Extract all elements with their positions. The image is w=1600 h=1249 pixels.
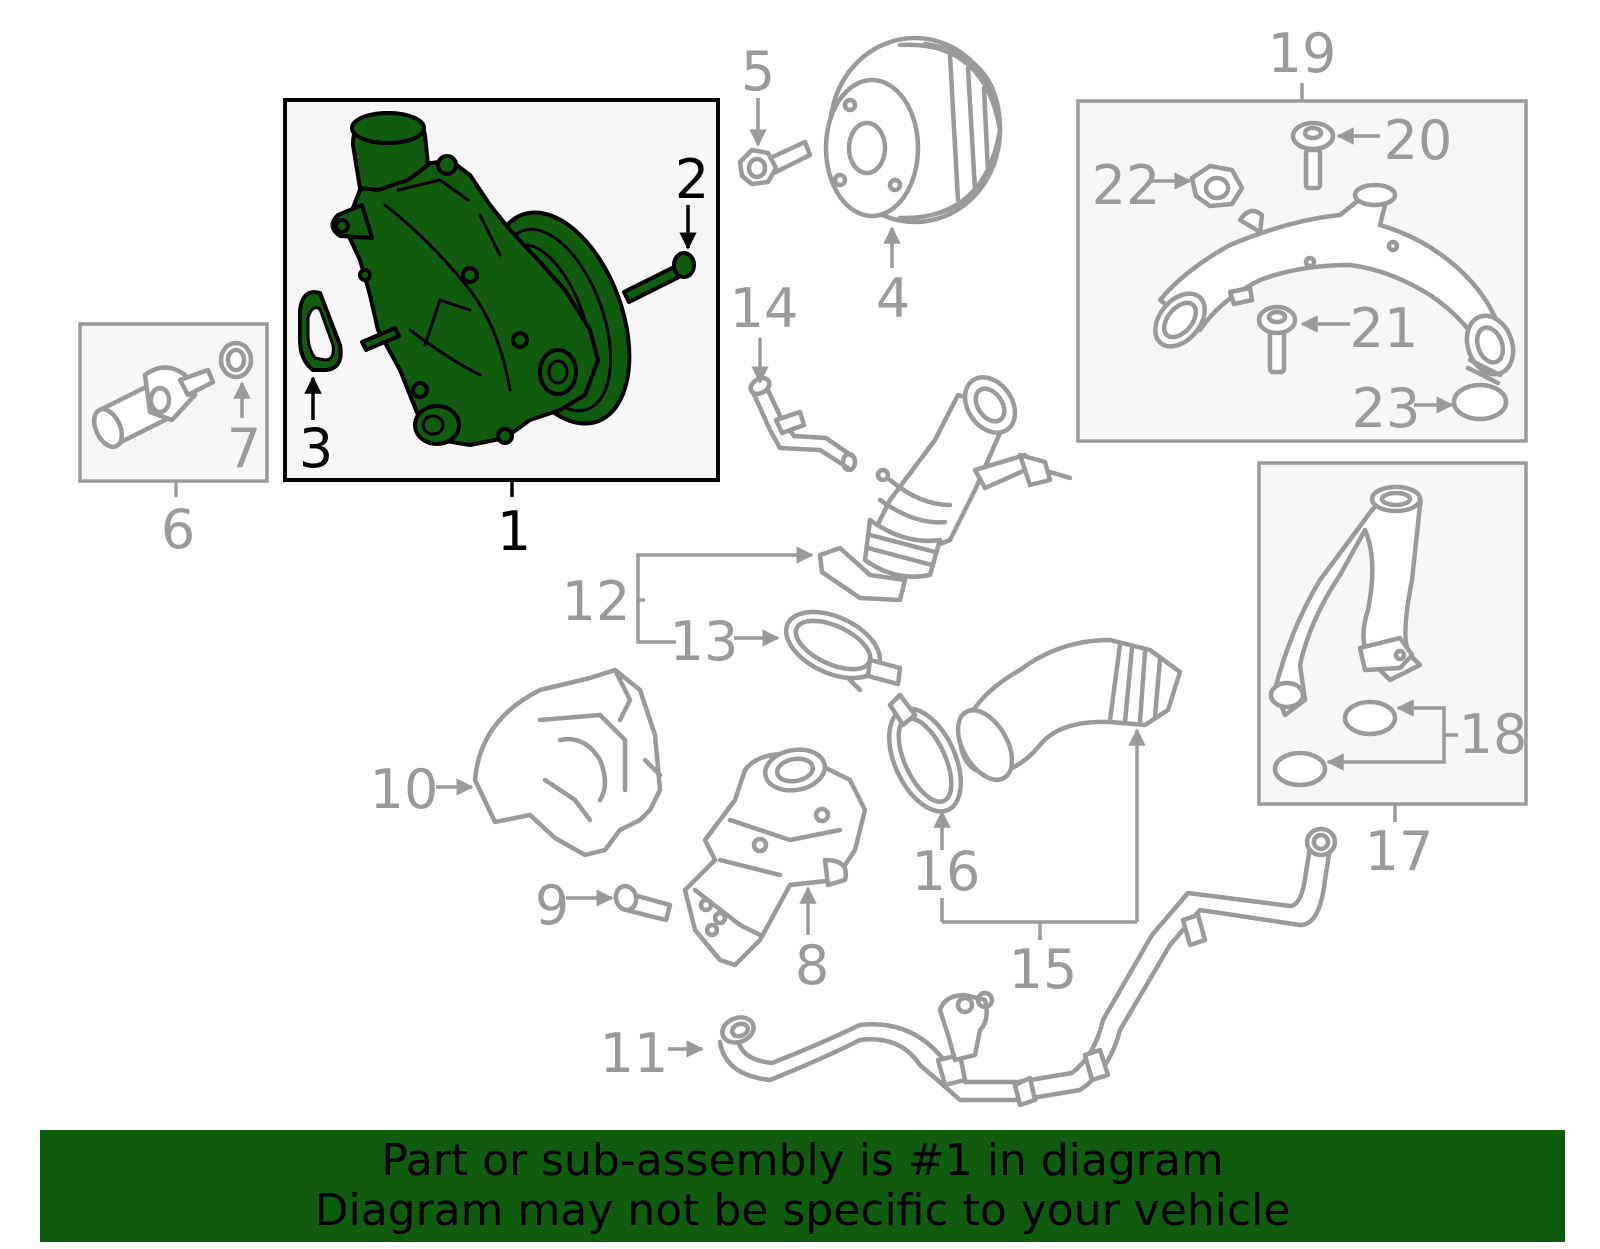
callout-23: 23 xyxy=(1352,377,1421,440)
callout-16: 16 xyxy=(912,840,981,903)
o-ring-18b[interactable] xyxy=(1272,750,1328,788)
callout-6: 6 xyxy=(161,498,195,561)
pump-bolt[interactable] xyxy=(622,251,696,304)
outlet-bolt[interactable] xyxy=(613,883,673,923)
callout-14: 14 xyxy=(730,277,799,340)
callout-2: 2 xyxy=(675,148,709,211)
radiator-hose[interactable] xyxy=(947,637,1183,789)
footer-banner: Part or sub-assembly is #1 in diagram Di… xyxy=(40,1130,1565,1242)
callout-22: 22 xyxy=(1092,154,1161,217)
callout-3: 3 xyxy=(299,417,333,480)
callout-5: 5 xyxy=(741,40,775,103)
callout-9: 9 xyxy=(535,874,569,937)
hose-clamp-13[interactable] xyxy=(776,598,903,693)
o-ring-18a[interactable] xyxy=(1342,699,1398,737)
temperature-sensor[interactable] xyxy=(89,365,216,452)
thermostat-housing[interactable] xyxy=(817,368,1073,603)
banner-line-2: Diagram may not be specific to your vehi… xyxy=(314,1185,1291,1236)
callout-11: 11 xyxy=(600,1022,669,1085)
callout-12: 12 xyxy=(562,570,631,633)
callout-17: 17 xyxy=(1365,820,1434,883)
water-pump-assembly[interactable] xyxy=(330,110,655,447)
callout-1: 1 xyxy=(497,500,531,563)
bolt-21[interactable] xyxy=(1256,304,1298,375)
callout-4: 4 xyxy=(876,267,910,330)
pump-housing xyxy=(343,158,600,447)
leader-18a xyxy=(1396,699,1458,737)
leader-15 xyxy=(940,730,1137,940)
leader-12 xyxy=(636,546,814,602)
callout-21: 21 xyxy=(1350,297,1419,360)
callout-20: 20 xyxy=(1384,109,1453,172)
callout-13: 13 xyxy=(670,610,739,673)
banner-line-1: Part or sub-assembly is #1 in diagram xyxy=(381,1135,1224,1186)
leader-18b xyxy=(1326,735,1446,771)
nut-22[interactable] xyxy=(1189,163,1245,209)
parts-diagram: 1 2 3 4 5 6 7 8 9 10 11 12 13 14 15 16 1… xyxy=(78,22,1528,1108)
pump-inlet xyxy=(413,404,461,446)
coolant-pipe-17[interactable] xyxy=(1268,484,1423,718)
sensor-washer[interactable] xyxy=(218,340,254,380)
pulley-bolt[interactable] xyxy=(737,139,813,187)
coolant-pipe-19[interactable] xyxy=(1145,182,1521,386)
seal-23[interactable] xyxy=(1451,382,1509,422)
pulley[interactable] xyxy=(823,35,1003,225)
timing-cover[interactable] xyxy=(472,667,663,858)
callout-7: 7 xyxy=(227,417,261,480)
coolant-outlet[interactable] xyxy=(682,745,868,968)
callout-8: 8 xyxy=(795,934,829,997)
leader-12b xyxy=(636,600,676,644)
small-coolant-pipe[interactable] xyxy=(748,375,858,473)
coolant-hose-assembly[interactable] xyxy=(717,826,1338,1108)
pump-gasket[interactable] xyxy=(298,290,343,372)
hose-clamp-16[interactable] xyxy=(875,692,976,823)
callout-10: 10 xyxy=(370,758,439,821)
callout-15: 15 xyxy=(1009,938,1078,1001)
callout-19: 19 xyxy=(1268,22,1337,85)
bolt-20[interactable] xyxy=(1290,120,1336,191)
callout-18: 18 xyxy=(1459,703,1528,766)
